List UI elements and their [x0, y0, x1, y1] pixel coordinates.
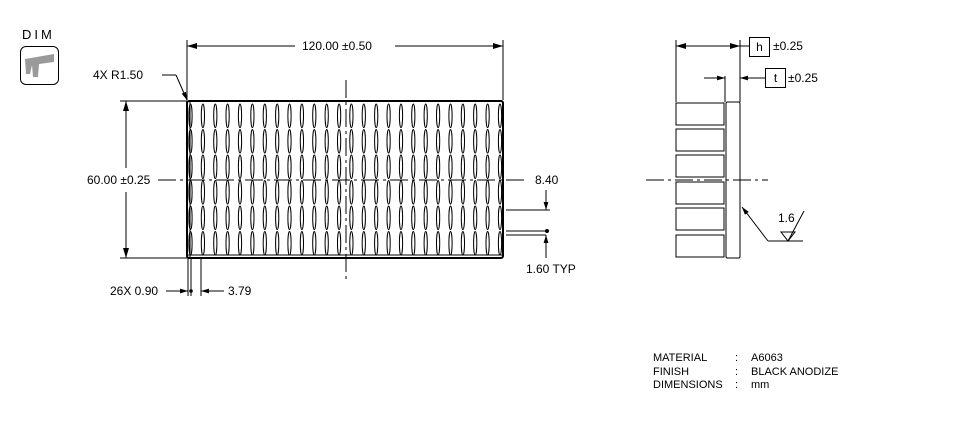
- fin-thickness-label: 26X 0.90: [110, 284, 159, 298]
- note-value: mm: [751, 379, 770, 391]
- note-value: A6063: [751, 352, 783, 364]
- fin-pattern: [188, 103, 503, 256]
- h-tolerance: ±0.25: [773, 39, 803, 53]
- caliper-icon[interactable]: [20, 46, 59, 85]
- h-box: h: [749, 37, 770, 57]
- note-row-material: MATERIAL : A6063: [653, 352, 838, 366]
- corner-radius-label: 4X R1.50: [93, 68, 144, 82]
- fin-pitch-label: 3.79: [228, 284, 252, 298]
- side-view: [646, 40, 805, 259]
- height-dimension: 60.00 ±0.25: [87, 173, 151, 187]
- note-sep: :: [735, 352, 739, 364]
- note-sep: :: [735, 365, 739, 378]
- t-label: t: [773, 71, 778, 85]
- note-row-finish: FINISH : BLACK ANODIZE: [653, 366, 838, 380]
- surface-roughness-value: 1.6: [778, 211, 795, 225]
- material-notes: MATERIAL : A6063 FINISH : BLACK ANODIZE …: [653, 352, 838, 393]
- t-box: t: [765, 68, 786, 88]
- base-thickness-label: 1.60 TYP: [526, 262, 576, 276]
- note-key: MATERIAL: [653, 352, 708, 364]
- t-tolerance: ±0.25: [788, 71, 818, 85]
- note-sep: :: [735, 379, 739, 391]
- fin-height-label: 8.40: [535, 173, 559, 187]
- dim-badge-title: DIM: [22, 27, 55, 42]
- note-key: FINISH: [653, 365, 690, 378]
- note-value: BLACK ANODIZE: [751, 365, 839, 378]
- note-row-dimensions: DIMENSIONS : mm: [653, 379, 838, 393]
- h-label: h: [756, 40, 763, 54]
- front-view: [120, 40, 550, 296]
- width-dimension: 120.00 ±0.50: [302, 39, 372, 53]
- note-key: DIMENSIONS: [653, 379, 723, 391]
